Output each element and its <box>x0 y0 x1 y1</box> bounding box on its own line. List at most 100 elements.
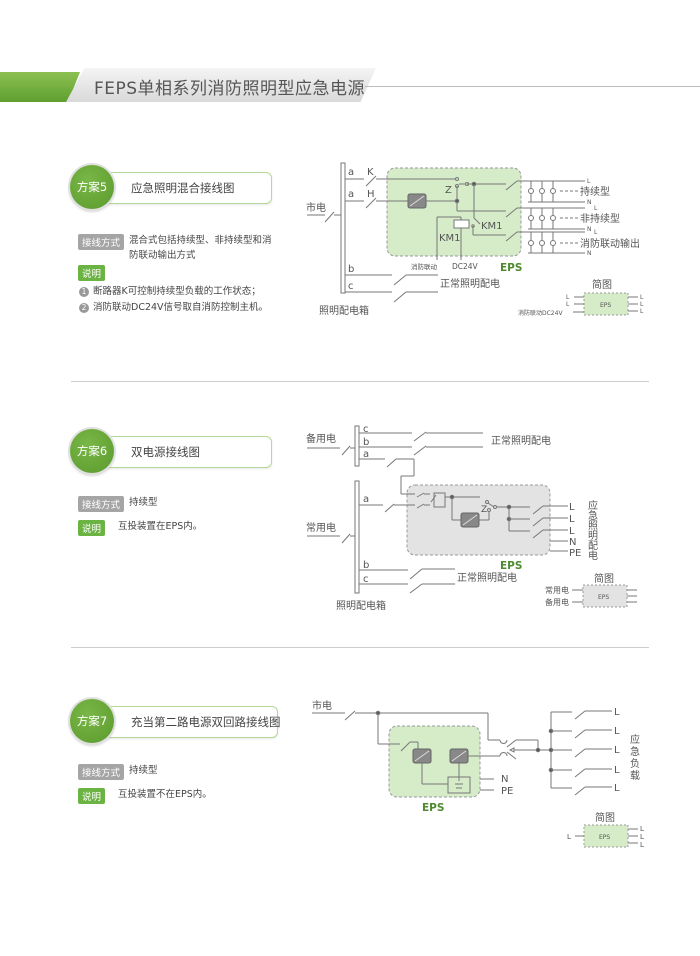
label-L: L <box>614 765 620 776</box>
label-main-power: 常用电 <box>306 521 336 534</box>
wiring-text-cont: 防联动输出方式 <box>129 250 196 261</box>
label-simple-eps: EPS <box>599 834 610 841</box>
label-L: L <box>640 841 644 849</box>
label-simple-input-main: 常用电 <box>545 585 569 595</box>
label-mains: 市电 <box>312 699 332 712</box>
label-N: N <box>501 774 508 785</box>
note-label: 说明 <box>78 265 106 281</box>
label-L: L <box>614 745 620 756</box>
note-label: 说明 <box>78 788 106 804</box>
label-L: L <box>587 178 591 185</box>
label-N: N <box>587 250 592 257</box>
label-simple-title: 简图 <box>592 278 612 291</box>
label-vertical-char: 配 <box>588 540 598 552</box>
label-vertical-char: 载 <box>630 770 640 782</box>
label-normal-power: 正常照明配电 <box>491 434 551 447</box>
label-eps: EPS <box>500 262 522 274</box>
label-L: L <box>614 707 620 718</box>
label-switch-z: Z <box>481 505 487 515</box>
label-mains: 市电 <box>306 201 326 214</box>
label-breaker-k: K <box>367 167 374 178</box>
note-text: 消防联动DC24V信号取自消防控制主机。 <box>93 302 269 313</box>
wiring-text: 持续型 <box>129 497 158 508</box>
label-backup-power: 备用电 <box>306 432 336 445</box>
label-L: L <box>640 301 644 308</box>
wiring-label: 接线方式 <box>78 234 125 250</box>
label-km1: KM1 <box>481 221 503 232</box>
label-vertical-char: 急 <box>630 745 640 758</box>
scheme-title: 双电源接线图 <box>131 445 200 459</box>
label-vertical-char: 应 <box>588 499 598 512</box>
label-switch-z: Z <box>445 185 452 196</box>
note-label: 说明 <box>78 520 106 536</box>
label-branch-b: b <box>363 560 369 571</box>
label-L: L <box>640 825 644 833</box>
label-branch-a: a <box>348 189 354 200</box>
label-L: L <box>594 229 598 236</box>
label-distribution-box: 照明配电箱 <box>319 304 369 317</box>
busbar <box>340 162 346 294</box>
scheme-title: 充当第二路电源双回路接线图 <box>131 715 281 729</box>
label-simple-eps: EPS <box>598 594 609 601</box>
busbar-main <box>354 480 360 594</box>
label-simple-title: 简图 <box>594 572 614 585</box>
label-vertical-char: 急 <box>588 509 598 522</box>
label-PE: PE <box>501 786 513 797</box>
label-L: L <box>569 502 575 513</box>
label-simple-input: L <box>567 833 571 841</box>
label-L: L <box>594 205 598 212</box>
wiring-text: 持续型 <box>129 765 158 776</box>
scheme-title-box: 应急照明混合接线图 <box>100 172 272 204</box>
section-divider <box>71 381 649 382</box>
label-km1-coil: KM1 <box>439 233 461 244</box>
scheme-5-header: 应急照明混合接线图 方案5 <box>70 165 272 209</box>
label-eps: EPS <box>422 802 444 814</box>
note-item: 2 消防联动DC24V信号取自消防控制主机。 <box>79 300 268 315</box>
label-L: L <box>566 301 570 308</box>
note-number: 2 <box>79 302 89 313</box>
lamp-group <box>528 181 556 253</box>
label-vertical-char: 应 <box>630 733 640 746</box>
scheme-6-header: 双电源接线图 方案6 <box>70 429 272 473</box>
section-divider <box>71 647 649 648</box>
label-L: L <box>640 294 644 301</box>
label-N: N <box>587 226 592 233</box>
label-vertical-char: 照 <box>588 520 598 532</box>
label-branch-c: c <box>363 574 369 585</box>
label-branch-b: b <box>348 264 354 275</box>
label-output-noncontinuous: 非持续型 <box>580 212 620 225</box>
label-output-fire-link: 消防联动输出 <box>580 237 640 250</box>
label-L: L <box>566 294 570 301</box>
page-title: FEPS单相系列消防照明型应急电源 <box>94 79 366 99</box>
label-branch-a: a <box>363 449 369 460</box>
label-branch-a: a <box>348 167 354 178</box>
label-dc24v: DC24V <box>452 262 479 271</box>
wiring-label: 接线方式 <box>78 764 125 780</box>
label-normal-power: 正常照明配电 <box>457 571 517 584</box>
label-PE: PE <box>569 548 581 559</box>
label-distribution-box: 照明配电箱 <box>336 599 386 612</box>
label-fire-link: 消防联动 <box>411 262 438 271</box>
label-L: L <box>569 526 575 537</box>
label-L: L <box>614 726 620 737</box>
label-vertical-char: 电 <box>588 549 598 562</box>
label-breaker-h: H <box>367 189 375 200</box>
eps-box <box>386 167 522 257</box>
scheme-badge: 方案5 <box>70 165 114 209</box>
label-branch-c: c <box>363 424 369 435</box>
label-simple-title: 简图 <box>595 811 615 824</box>
eps-box <box>388 725 481 798</box>
label-branch-c: c <box>348 281 354 292</box>
label-branch-a: a <box>363 494 369 505</box>
note-text: 断路器K可控制持续型负载的工作状态； <box>93 286 261 297</box>
wiring-label: 接线方式 <box>78 496 125 512</box>
banner-plate <box>66 68 376 102</box>
busbar-backup <box>354 425 360 467</box>
scheme-badge: 方案7 <box>70 699 114 743</box>
label-L: L <box>569 514 575 525</box>
banner-accent <box>0 72 80 102</box>
scheme-title-box: 充当第二路电源双回路接线图 <box>100 706 281 738</box>
